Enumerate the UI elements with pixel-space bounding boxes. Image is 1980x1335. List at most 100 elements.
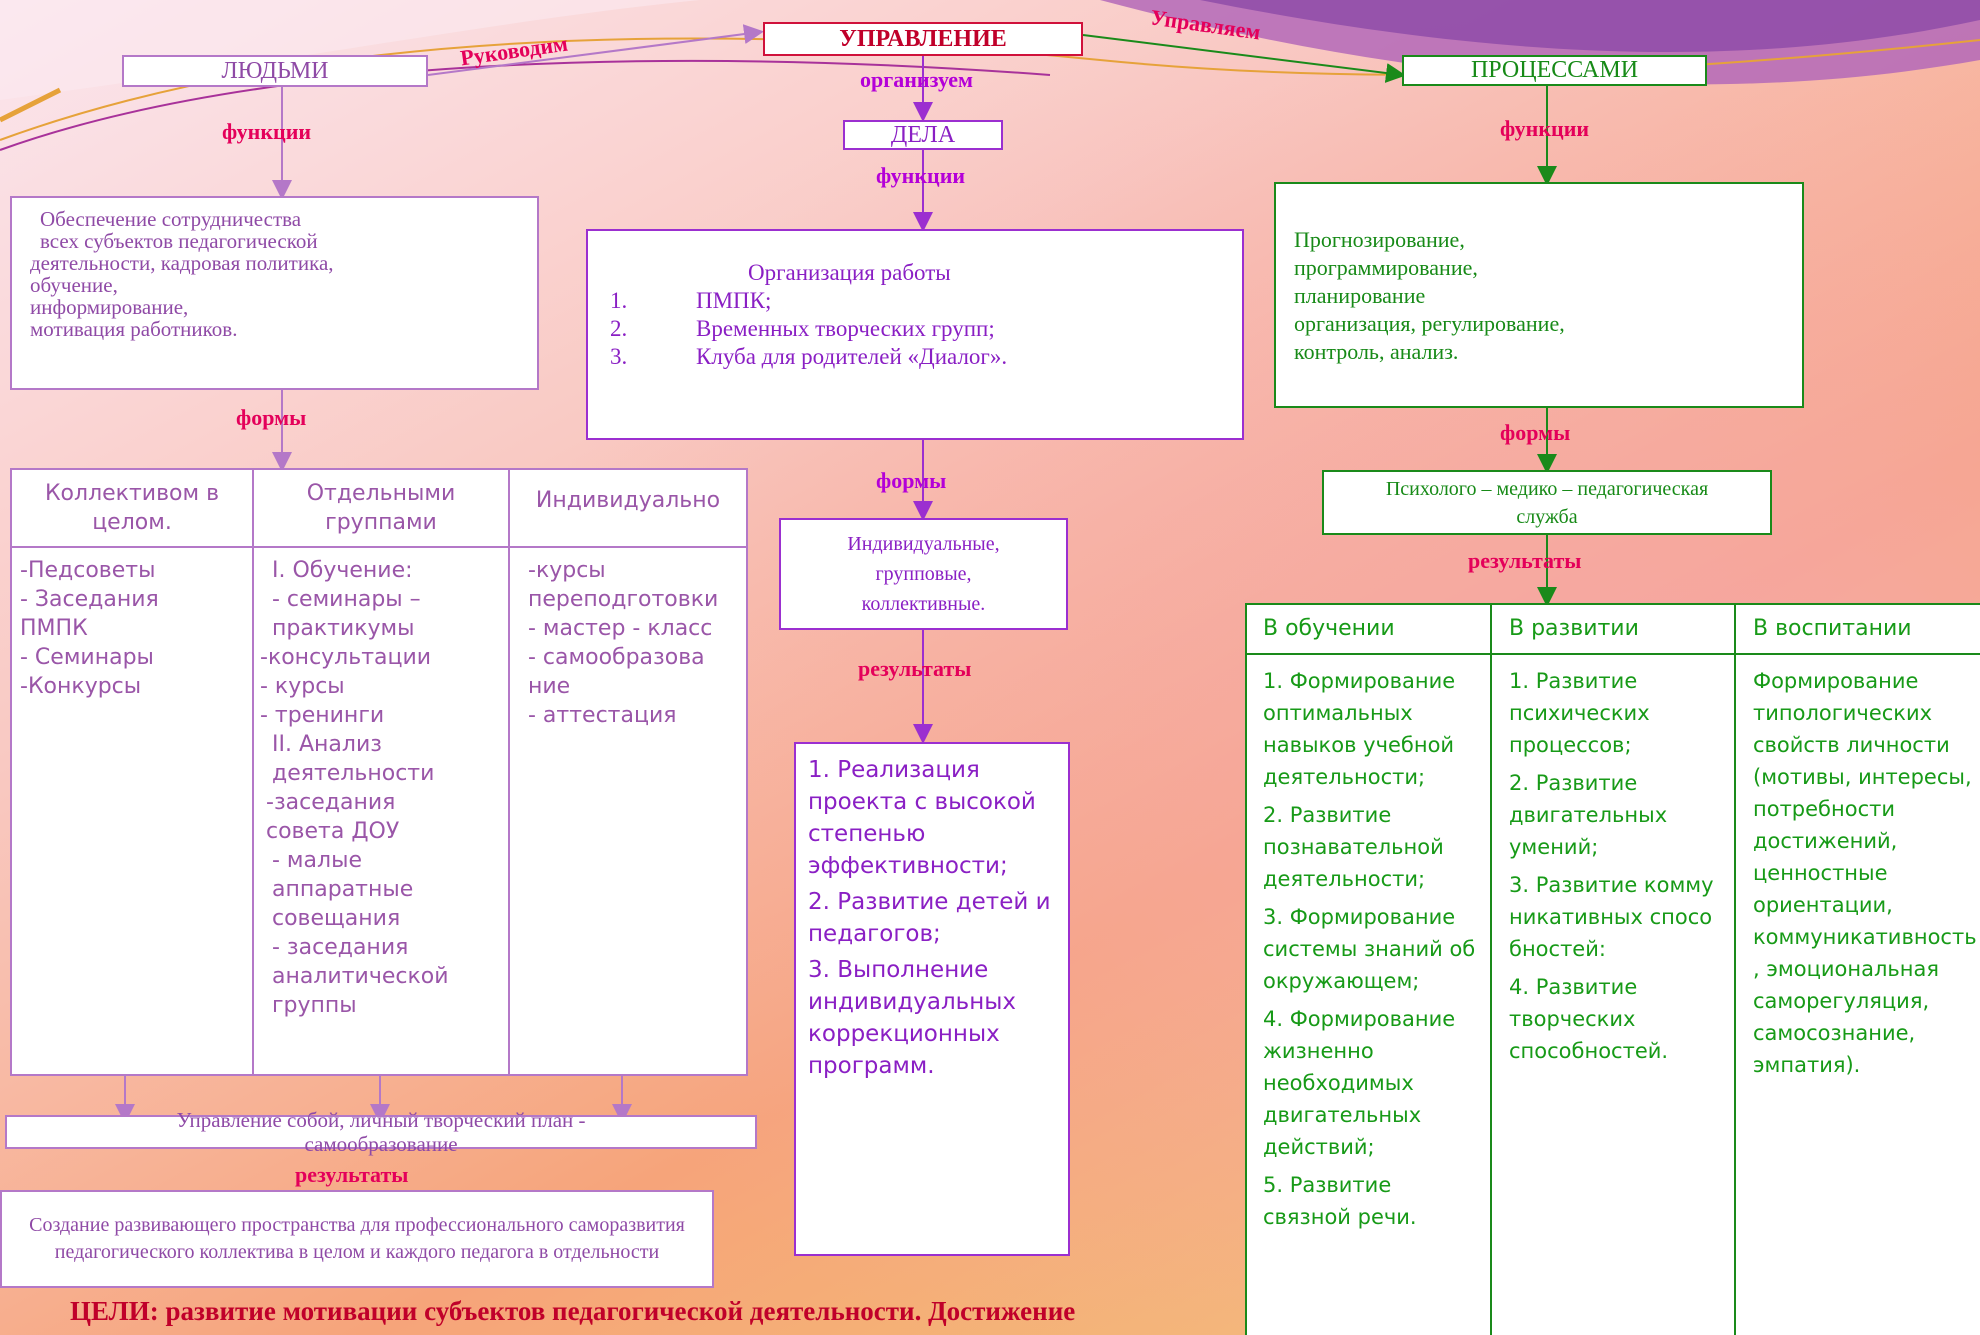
edge-label-functions-mid: функции — [876, 163, 966, 188]
list-item: -заседания совета ДОУ — [266, 790, 400, 844]
mid-functions-item: 3. Клуба для родителей «Диалог». — [610, 343, 1242, 371]
left-table-header-divider — [12, 546, 746, 548]
list-item: II. Анализ деятельности — [272, 732, 435, 786]
right-functions-line: программирование, — [1294, 255, 1478, 280]
list-item: - малые аппаратные совещания — [272, 848, 414, 931]
list-item: -Педсоветы — [20, 558, 156, 583]
right-table-col1: 1. Формирование оптимальных навыков учеб… — [1263, 665, 1477, 1233]
list-item: 1. Развитие психических процессов; — [1509, 669, 1650, 757]
mid-functions-number: 1. — [610, 288, 628, 313]
list-item: 2. Развитие двигательных умений; — [1509, 771, 1668, 859]
mid-result-item: 1. Реализация проекта с высокой степенью… — [808, 757, 1036, 879]
list-item: 2. Развитие познавательной деятельности; — [1263, 803, 1444, 891]
list-item: - Заседания ПМПК — [20, 587, 159, 641]
list-item: - заседания аналитической группы — [272, 935, 449, 1018]
left-result-box: Создание развивающего пространства для п… — [0, 1190, 714, 1288]
left-functions-line: всех субъектов педагогической — [40, 229, 318, 253]
list-item: 5. Развитие связной речи. — [1263, 1173, 1417, 1229]
right-table-header: В воспитании — [1753, 616, 1912, 641]
edge-label-functions-right: функции — [1500, 116, 1590, 141]
list-item: -курсы переподготовки — [528, 558, 719, 612]
left-table-header: Индивидуально — [535, 487, 721, 513]
edge-label-forms-right: формы — [1500, 420, 1571, 445]
mid-results-box: 1. Реализация проекта с высокой степенью… — [794, 742, 1070, 1256]
right-forms-box: Психолого – медико – педагогическая служ… — [1322, 470, 1772, 535]
mid-functions-number: 2. — [610, 316, 628, 341]
list-item: - мастер - класс — [528, 616, 713, 641]
left-functions-line: мотивация работников. — [30, 317, 238, 341]
edge-label-organize: организуем — [860, 67, 974, 92]
mid-functions-text: Клуба для родителей «Диалог». — [696, 344, 1008, 369]
right-functions-line: контроль, анализ. — [1294, 339, 1459, 364]
list-item: - аттестация — [528, 703, 677, 728]
node-processes-label: ПРОЦЕССАМИ — [1470, 57, 1639, 83]
goals-text: ЦЕЛИ: развитие мотивации субъектов педаг… — [70, 1296, 1076, 1326]
list-item: 3. Развитие коммуникативных способностей… — [1509, 873, 1714, 961]
list-item: - курсы — [260, 674, 345, 699]
right-table-col-divider — [1490, 605, 1492, 1335]
left-table-col-divider — [252, 470, 254, 1074]
right-functions-line: организация, регулирование, — [1294, 311, 1565, 336]
self-management-box: Управление собой, личный творческий план… — [5, 1108, 757, 1156]
list-item: 1. Формирование оптимальных навыков учеб… — [1263, 669, 1456, 789]
right-functions-line: Прогнозирование, — [1294, 227, 1465, 252]
node-processes: ПРОЦЕССАМИ — [1402, 55, 1707, 86]
mid-functions-text: ПМПК; — [696, 288, 772, 313]
node-affairs: ДЕЛА — [843, 120, 1003, 150]
node-management: УПРАВЛЕНИЕ — [763, 22, 1083, 56]
list-item: - самообразование — [528, 645, 705, 699]
edge-label-forms-left: формы — [236, 405, 307, 430]
left-table-header: Отдельными группами — [306, 481, 456, 535]
left-table-col3: -курсы переподготовки - мастер - класс -… — [518, 556, 740, 730]
node-people-label: ЛЮДЬМИ — [221, 57, 329, 84]
list-item: I. Обучение: — [272, 558, 413, 583]
left-result-text: Создание развивающего пространства для п… — [29, 1214, 685, 1263]
mid-forms-text: Индивидуальные, групповые, коллективные. — [847, 533, 1000, 615]
list-item: - Семинары — [20, 645, 154, 670]
edge-label-results-mid: результаты — [858, 656, 972, 681]
right-functions-box: Прогнозирование, программирование, плани… — [1274, 182, 1804, 408]
list-item: 4. Развитие творческих способностей. — [1509, 975, 1669, 1063]
left-table-col2: I. Обучение: - семинары – практикумы -ко… — [260, 556, 470, 1020]
mid-result-item: 3. Выполнение индивидуальных коррекционн… — [808, 957, 1017, 1079]
mid-functions-item: 1. ПМПК; — [610, 287, 1242, 315]
list-item: 3. Формирование системы знаний об окружа… — [1263, 905, 1476, 993]
node-affairs-label: ДЕЛА — [890, 121, 956, 148]
right-table-col2: 1. Развитие психических процессов; 2. Ра… — [1509, 665, 1715, 1067]
edge-label-results-right: результаты — [1468, 548, 1582, 573]
edge-label-forms-mid: формы — [876, 468, 947, 493]
mid-result-item: 2. Развитие детей и педагогов; — [808, 889, 1051, 947]
right-forms-text: Психолого – медико – педагогическая служ… — [1385, 477, 1709, 528]
left-table-col-divider — [508, 470, 510, 1074]
node-management-label: УПРАВЛЕНИЕ — [839, 25, 1007, 52]
list-item: - семинары – практикумы — [272, 587, 421, 641]
edge-label-results-left: результаты — [295, 1162, 409, 1187]
right-table-header: В обучении — [1263, 616, 1395, 641]
list-item: -Конкурсы — [20, 674, 142, 699]
left-functions-line: информирование, — [30, 295, 189, 319]
right-table-col-divider — [1734, 605, 1736, 1335]
left-table-col1: -Педсоветы - Заседания ПМПК - Семинары -… — [20, 556, 248, 701]
mid-forms-box: Индивидуальные, групповые, коллективные. — [779, 518, 1068, 630]
right-table-col3: Формирование типологических свойств личн… — [1753, 665, 1977, 1081]
mid-functions-number: 3. — [610, 344, 628, 369]
right-table-header: В развитии — [1509, 616, 1639, 641]
left-functions-line: деятельности, кадровая политика, — [30, 251, 334, 275]
list-item: - тренинги — [260, 703, 385, 728]
edge-label-functions-left: функции — [222, 119, 312, 144]
mid-functions-box: Организация работы 1. ПМПК; 2. Временных т… — [586, 229, 1244, 440]
left-table-header: Коллективом в целом. — [44, 481, 220, 535]
right-results-table: В обучении В развитии В воспитании 1. Фо… — [1245, 603, 1980, 1335]
list-item: Формирование типологических свойств личн… — [1753, 669, 1977, 1077]
list-item: 4. Формирование жизненно необходимых дви… — [1263, 1007, 1456, 1159]
right-table-header-divider — [1247, 653, 1980, 655]
mid-functions-item: 2. Временных творческих групп; — [610, 315, 1242, 343]
node-people: ЛЮДЬМИ — [122, 55, 428, 87]
self-management-text: Управление собой, личный творческий план… — [176, 1108, 586, 1156]
left-functions-box: Обеспечение сотрудничества всех субъекто… — [10, 196, 539, 390]
list-item: -консультации — [260, 645, 432, 670]
right-functions-line: планирование — [1294, 283, 1426, 308]
mid-functions-text: Временных творческих групп; — [696, 316, 995, 341]
mid-functions-title: Организация работы — [748, 260, 951, 285]
left-functions-line: обучение, — [30, 273, 118, 297]
